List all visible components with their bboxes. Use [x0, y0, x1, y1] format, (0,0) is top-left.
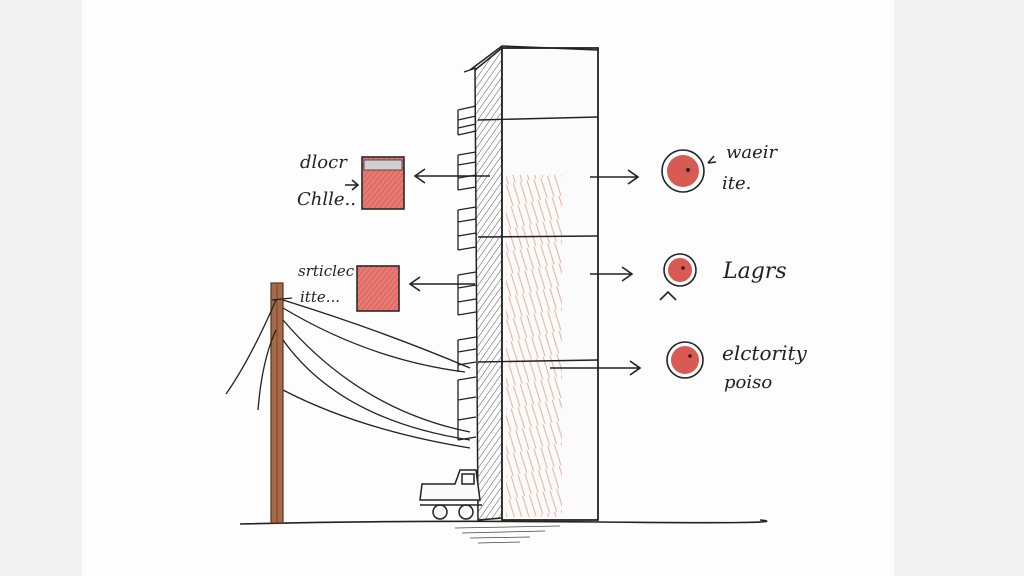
left-label-2-line2: itte... [300, 288, 340, 306]
ground-line [239, 519, 768, 525]
left-label-1-line2: Chlle.. [297, 189, 356, 210]
arrow-tick-2 [707, 155, 717, 164]
right-label-2-line1: Lagrs [722, 259, 787, 284]
arrow-right-1 [590, 169, 640, 185]
arrow-icons [345, 155, 717, 376]
right-label-3-line2: poiso [724, 372, 772, 393]
building-balconies [457, 105, 477, 441]
right-marker-circle-1 [661, 149, 705, 193]
arrow-tick-3 [659, 290, 677, 301]
left-marker-square-2 [356, 265, 400, 312]
building-floor-lines [477, 116, 599, 363]
arrow-right-2 [590, 266, 634, 282]
arrow-right-3 [550, 360, 642, 376]
arrow-left-2 [408, 276, 475, 292]
utility-pole-icon [270, 282, 293, 524]
ground-shadow [454, 525, 561, 544]
right-marker-circle-2 [663, 253, 697, 287]
truck-icon [419, 469, 482, 520]
power-lines-icon [225, 299, 471, 449]
right-marker-circle-3 [666, 341, 704, 379]
right-label-1-line1: waeir [726, 142, 779, 163]
building-icon [457, 45, 599, 521]
left-label-1-line1: dlocr [300, 152, 348, 173]
right-label-1-line2: ite. [722, 173, 751, 194]
left-label-2-line1: srticlec [298, 262, 355, 280]
left-marker-square-1 [361, 156, 405, 210]
building-orange-shading [506, 175, 562, 517]
right-label-3-line1: elctority [722, 341, 808, 365]
arrow-tick-1 [345, 179, 360, 191]
building-shaded-face [474, 46, 503, 521]
arrow-left-1 [413, 168, 490, 184]
